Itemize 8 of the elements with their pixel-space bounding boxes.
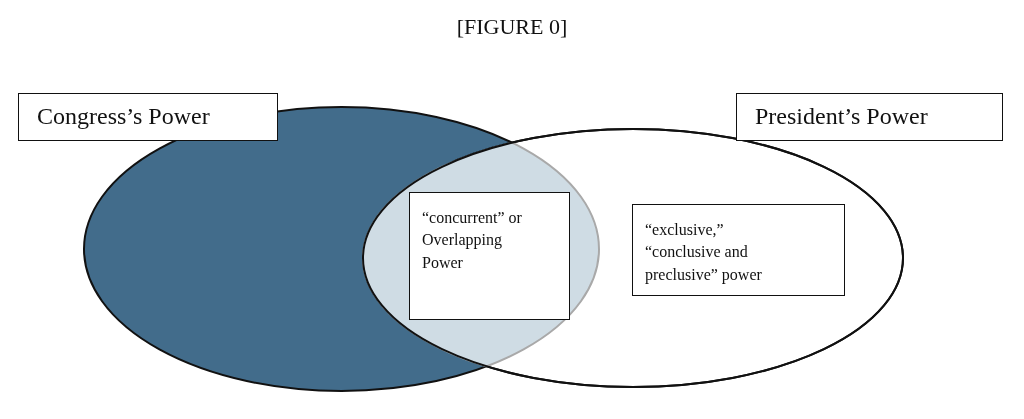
box-label: President’s Power xyxy=(755,102,928,132)
box-label: “exclusive,” “conclusive and preclusive” power xyxy=(645,220,763,286)
label-box xyxy=(736,93,1003,141)
figure-title: [FIGURE 0] xyxy=(455,14,569,40)
label-box xyxy=(18,93,278,141)
box-label: Congress’s Power xyxy=(37,102,210,132)
box-label: “concurrent” or Overlapping Power xyxy=(422,208,522,273)
label-box xyxy=(632,204,845,296)
